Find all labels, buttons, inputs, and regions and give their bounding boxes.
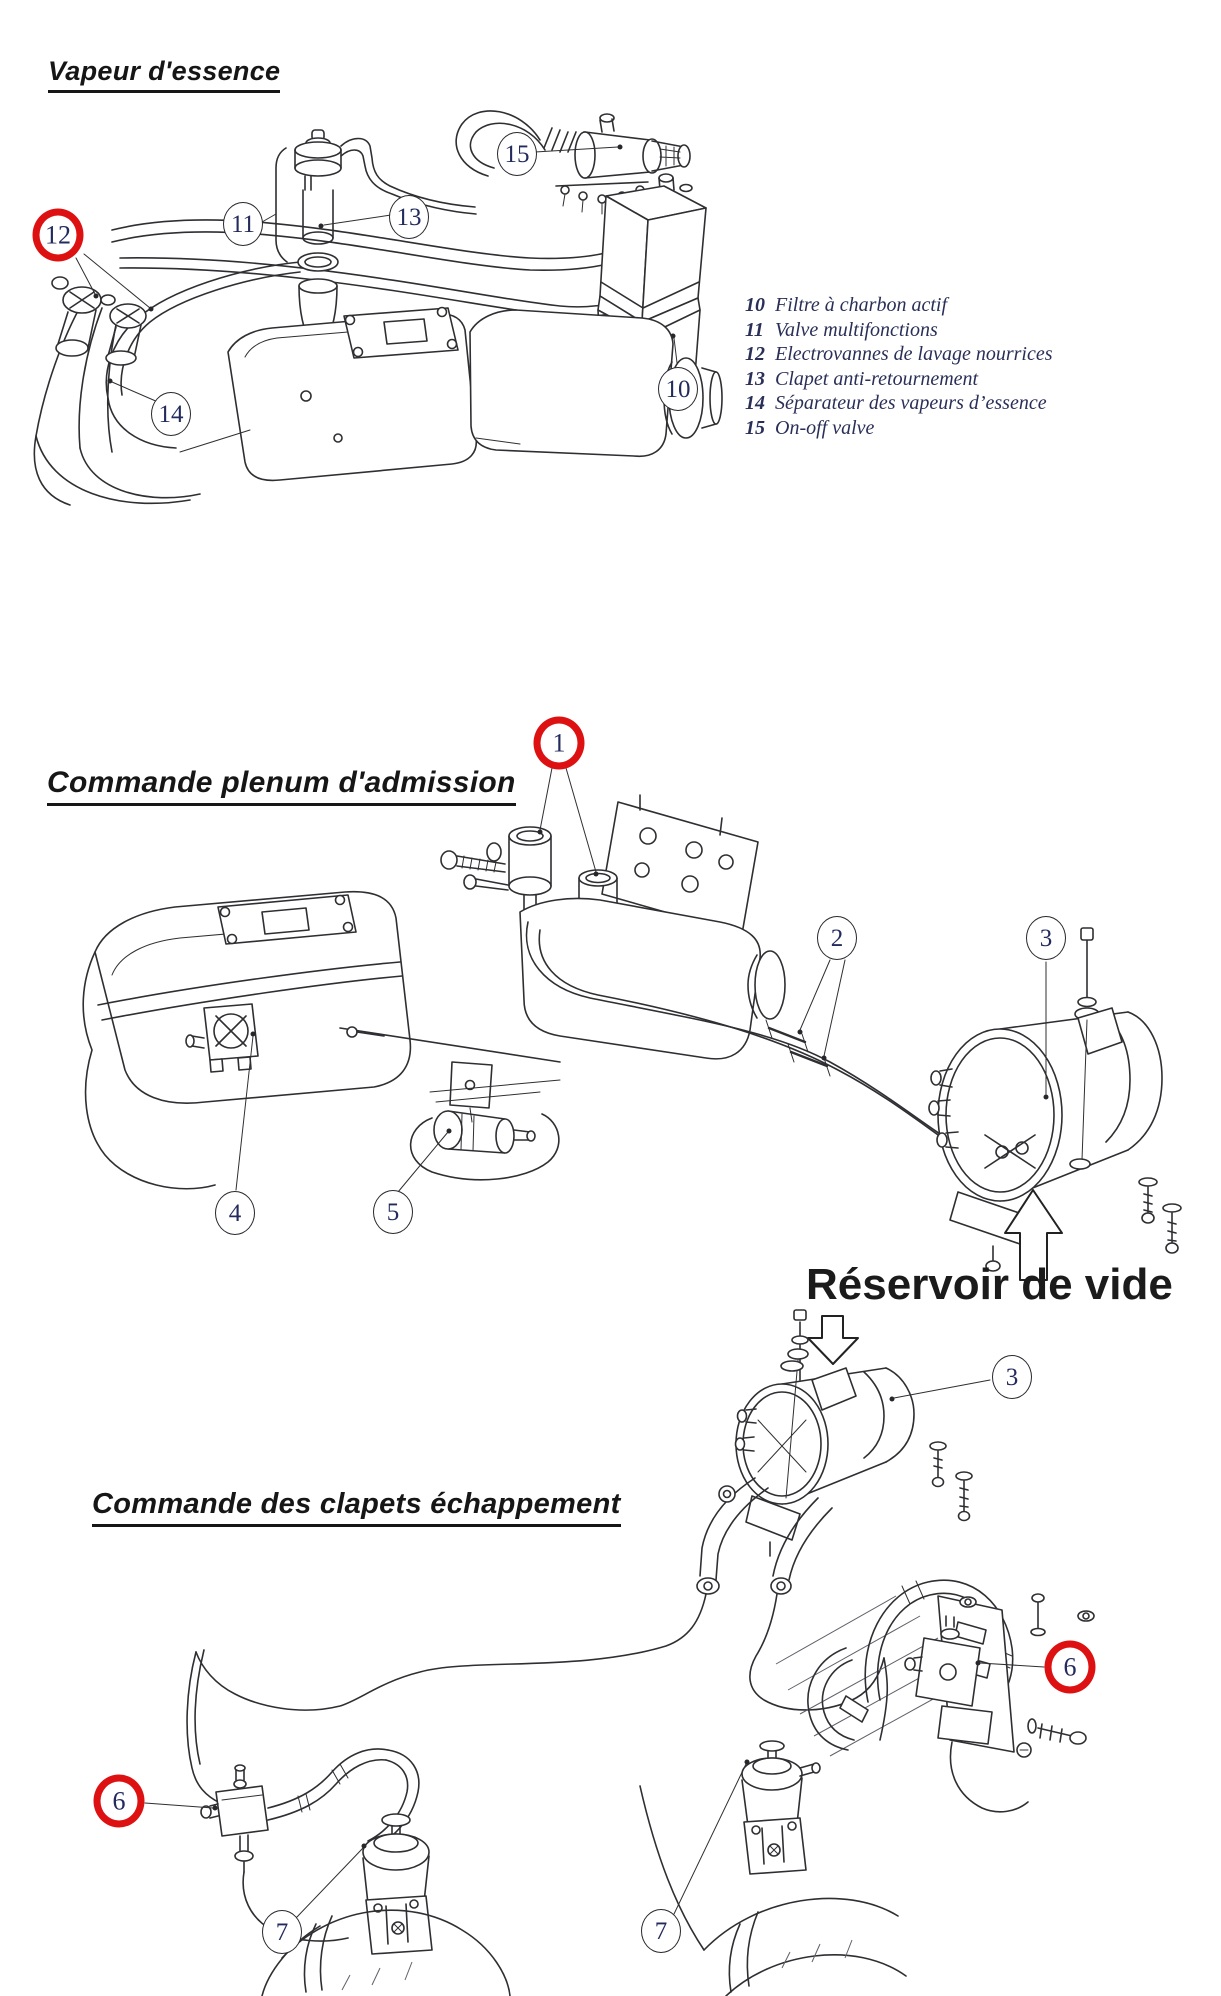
callout-fuel_vapor-12: 12 <box>32 208 84 262</box>
legend-item-number: 15 <box>745 416 765 439</box>
exhaust-valve-right <box>879 1593 1095 1813</box>
plenum-actuator-valve <box>185 1003 259 1073</box>
purge-solenoids <box>51 276 147 366</box>
exhaust-valve-left <box>186 1649 420 1942</box>
callout-fuel_vapor-15: 15 <box>497 132 537 176</box>
legend-item-11: 11 Valve multifonctions <box>745 318 1053 343</box>
exhaust-actuator-left <box>362 1813 433 1955</box>
exhaust-flaps-diagram <box>144 1309 1095 1996</box>
section-title-exhaust: Commande des clapets échappement <box>92 1488 621 1527</box>
legend-item-12: 12 Electrovannes de lavage nourrices <box>745 342 1053 367</box>
callout-exhaust-6: 6 <box>93 1774 145 1828</box>
section-title-plenum: Commande plenum d'admission <box>47 766 516 806</box>
legend-item-number: 10 <box>745 294 765 316</box>
callout-plenum-1: 1 <box>533 716 585 770</box>
callout-plenum-3: 3 <box>1026 916 1066 960</box>
engine-intake <box>179 306 723 482</box>
legend-item-label: Valve multifonctions <box>775 318 938 341</box>
section-title-fuel-vapor: Vapeur d'essence <box>48 56 281 93</box>
callout-fuel_vapor-13: 13 <box>389 195 429 239</box>
legend-item-number: 13 <box>745 367 765 390</box>
fuel-vapor-diagram <box>33 110 723 506</box>
callout-exhaust-7: 7 <box>262 1910 302 1954</box>
legend-item-14: 14 Séparateur des vapeurs d’essence <box>745 391 1053 416</box>
callout-plenum-5: 5 <box>373 1190 413 1234</box>
vacuum-tank-2 <box>734 1309 973 1557</box>
legend-item-number: 14 <box>745 392 765 414</box>
down-arrow-icon <box>807 1315 859 1365</box>
callout-fuel_vapor-11: 11 <box>223 202 263 246</box>
legend-item-number: 12 <box>745 343 765 365</box>
legend-item-label: Séparateur des vapeurs d’essence <box>775 392 1047 414</box>
callout-exhaust-6: 6 <box>1044 1640 1096 1694</box>
legend-item-15: 15 On-off valve <box>745 416 1053 441</box>
reservoir-label: Réservoir de vide <box>806 1260 1173 1309</box>
callout-exhaust-3: 3 <box>992 1355 1032 1399</box>
plenum-control-diagram <box>82 767 1182 1281</box>
callout-plenum-2: 2 <box>817 916 857 960</box>
callout-fuel_vapor-14: 14 <box>151 392 191 436</box>
callout-fuel_vapor-10: 10 <box>658 367 698 411</box>
charcoal-canister <box>597 173 707 413</box>
legend-item-label: Clapet anti-retournement <box>775 367 979 390</box>
legend: 10 Filtre à charbon actif 11 Valve multifon… <box>745 293 1053 440</box>
exhaust-actuator-right <box>741 1740 821 1875</box>
legend-item-10: 10 Filtre à charbon actif <box>745 293 1053 318</box>
vacuum-tank <box>928 927 1182 1272</box>
up-arrow-icon <box>1004 1189 1063 1281</box>
callout-plenum-4: 4 <box>215 1191 255 1235</box>
legend-item-label: On-off valve <box>775 416 875 439</box>
callout-exhaust-7: 7 <box>641 1909 681 1953</box>
legend-item-label: Filtre à charbon actif <box>775 294 948 316</box>
legend-item-13: 13 Clapet anti-retournement <box>745 367 1053 392</box>
legend-item-label: Electrovannes de lavage nourrices <box>775 343 1053 365</box>
legend-item-number: 11 <box>745 318 764 341</box>
